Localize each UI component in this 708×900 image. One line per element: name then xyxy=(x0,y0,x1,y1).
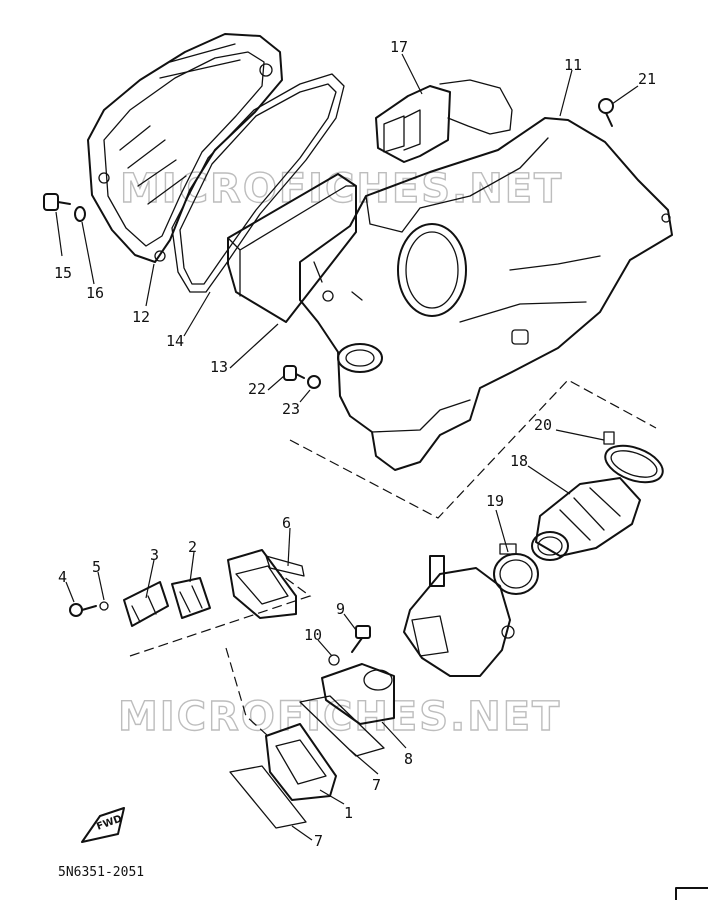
screw-21 xyxy=(598,98,614,127)
screw-4 xyxy=(69,603,97,617)
reed-stopper-2 xyxy=(171,577,211,619)
callout-12: 12 xyxy=(132,308,150,326)
callout-2: 2 xyxy=(188,538,197,556)
callout-13: 13 xyxy=(210,358,228,376)
callout-11: 11 xyxy=(564,56,582,74)
reed-valve-6 xyxy=(227,549,305,619)
bolt-22 xyxy=(283,365,305,381)
callout-16: 16 xyxy=(86,284,104,302)
callout-7a: 7 xyxy=(372,776,381,794)
washer-23 xyxy=(307,375,321,389)
callout-21: 21 xyxy=(638,70,656,88)
washer-16 xyxy=(74,206,86,222)
connector-part xyxy=(375,79,513,163)
callout-23: 23 xyxy=(282,400,300,418)
callout-15: 15 xyxy=(54,264,72,282)
drawing-code: 5N6351-2051 xyxy=(58,865,144,880)
bolt-9 xyxy=(351,625,371,653)
callout-19: 19 xyxy=(486,492,504,510)
front-direction-marker: FWD xyxy=(81,807,125,843)
hose-clamp-20 xyxy=(603,431,664,484)
bolt-15 xyxy=(43,193,71,211)
boundary-connector xyxy=(225,647,269,737)
callout-20: 20 xyxy=(534,416,552,434)
intake-joint-18 xyxy=(531,477,641,561)
callout-18: 18 xyxy=(510,452,528,470)
air-filter-element xyxy=(227,173,357,323)
air-cleaner-cover xyxy=(87,33,283,263)
gasket-outline xyxy=(171,73,345,293)
callout-1: 1 xyxy=(344,804,353,822)
intake-manifold-8 xyxy=(321,663,395,725)
callout-10: 10 xyxy=(304,626,322,644)
callout-5: 5 xyxy=(92,558,101,576)
callout-9: 9 xyxy=(336,600,345,618)
air-cleaner-case xyxy=(299,117,673,471)
callout-17: 17 xyxy=(390,38,408,56)
corner-frame xyxy=(675,887,708,900)
callout-4: 4 xyxy=(58,568,67,586)
gasket-7-upper xyxy=(299,695,385,757)
callout-22: 22 xyxy=(248,380,266,398)
boundary-case xyxy=(289,379,657,519)
crankcase-fragment xyxy=(403,555,515,677)
reed-petal-3 xyxy=(123,581,169,627)
hose-clamp-19 xyxy=(493,543,539,595)
gasket-inner xyxy=(179,83,337,285)
washer-10 xyxy=(328,654,340,666)
boundary-reed xyxy=(129,573,312,657)
callout-3: 3 xyxy=(150,546,159,564)
callout-14: 14 xyxy=(166,332,184,350)
leader-lines xyxy=(55,53,639,841)
callout-6: 6 xyxy=(282,514,291,532)
washer-5 xyxy=(99,601,109,611)
gasket-7-lower xyxy=(229,765,307,829)
callout-8: 8 xyxy=(404,750,413,768)
callout-7b: 7 xyxy=(314,832,323,850)
watermark-bottom: MICROFICHES.NET xyxy=(118,694,561,740)
